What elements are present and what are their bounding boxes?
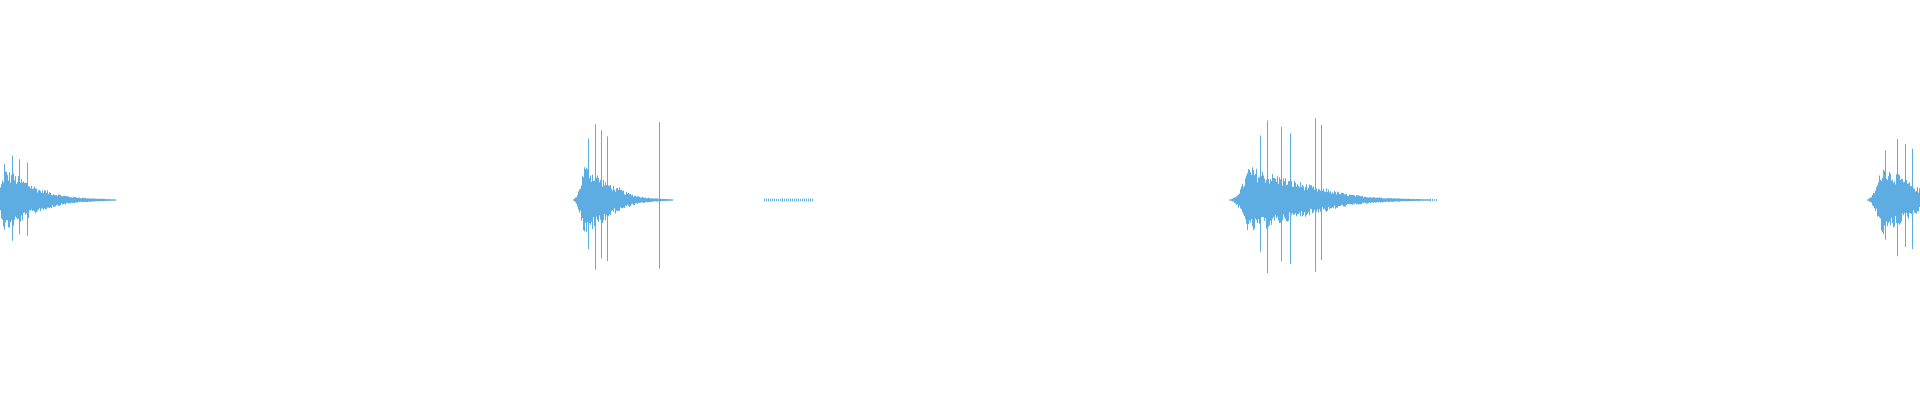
waveform-faint-segment-1	[764, 198, 813, 202]
waveform-burst-1	[0, 155, 116, 241]
waveform-burst-3	[1229, 118, 1431, 274]
waveform-burst-2	[573, 122, 673, 270]
waveform-burst-4	[1867, 138, 1920, 257]
waveform-faint-segment-2	[1430, 198, 1437, 202]
